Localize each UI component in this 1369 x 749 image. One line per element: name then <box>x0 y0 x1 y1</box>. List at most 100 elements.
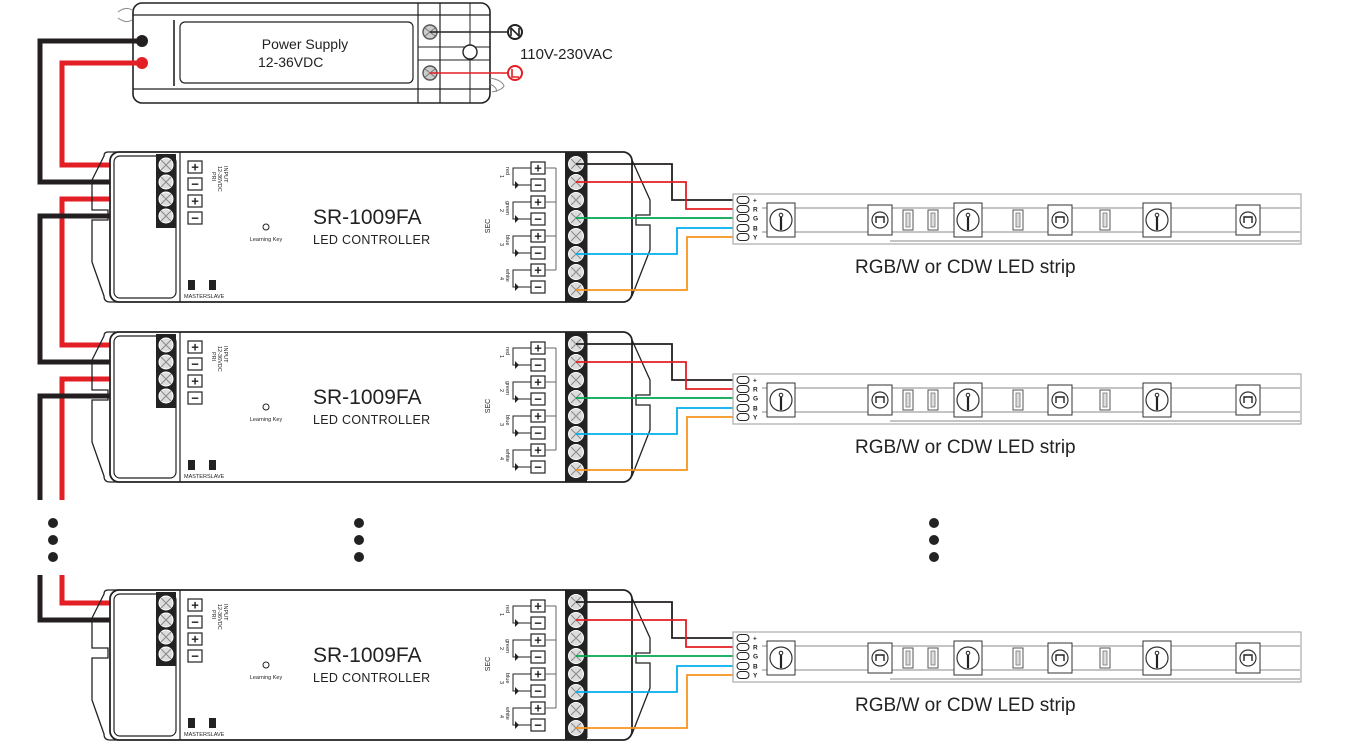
input-polarity-sign: + <box>191 374 199 389</box>
sec-label-group: SEC <box>485 219 492 233</box>
ps-label-line2: 12-36VDC <box>258 54 323 70</box>
slave-label: SLAVE <box>207 294 225 300</box>
channel-number-label: 1 <box>498 355 504 358</box>
resistor-body <box>930 212 936 228</box>
strip-solder-pad <box>736 376 750 384</box>
ps-ground-node <box>462 44 478 60</box>
channel-led-wire <box>512 167 531 186</box>
strip-pin-label: G <box>753 396 758 403</box>
output-plus-sign: + <box>534 375 542 390</box>
output-terminal-block <box>565 590 587 740</box>
led-dot <box>1154 212 1160 218</box>
wire-blue-b <box>576 227 744 255</box>
input-polarity-box <box>187 177 203 191</box>
strip-label: RGB/W or CDW LED strip <box>855 695 1076 716</box>
continuation-dots-right <box>929 518 939 562</box>
output-minus-sign: − <box>534 178 542 193</box>
channel-color-label: white <box>504 448 510 462</box>
live-symbol-icon <box>507 65 523 81</box>
power-bus-wires <box>37 38 160 623</box>
strip-solder-pad <box>736 662 750 670</box>
input-polarity-box <box>187 615 203 629</box>
screw-cross <box>160 339 172 351</box>
output-plus-sign: + <box>534 409 542 424</box>
controller-model-name: SR-1009FA <box>313 206 422 229</box>
input-polarity-box <box>187 649 203 663</box>
strip-solder-pad <box>736 634 750 642</box>
strip-pin-label: G <box>753 654 758 661</box>
channel-led-wire <box>512 707 531 726</box>
input-polarity-box <box>187 374 203 388</box>
strip-pin-label: G <box>753 216 758 223</box>
strip-pin-label: B <box>753 226 758 233</box>
input-label: INPUT <box>222 166 228 183</box>
led-dot <box>1154 392 1160 398</box>
output-plus-sign: + <box>534 195 542 210</box>
controller-body <box>109 151 633 303</box>
input-terminal-block <box>156 334 176 408</box>
strip-solder-pad <box>736 643 750 651</box>
led-diode-icon <box>515 181 519 189</box>
channel-number-label: 2 <box>498 209 504 212</box>
input-polarity-sign: − <box>191 357 199 372</box>
strip-solder-pad <box>736 404 750 412</box>
screw-cross <box>570 410 582 422</box>
input-polarity-sign: − <box>191 391 199 406</box>
input-voltage-label: 12-36VDC <box>216 166 222 192</box>
mounting-bracket-right <box>631 339 651 477</box>
sec-label-group: SEC <box>485 399 492 413</box>
output-minus-sign: − <box>534 358 542 373</box>
channel-color-label: blue <box>504 673 510 683</box>
strip-label: RGB/W or CDW LED strip <box>855 437 1076 458</box>
led-diode-icon <box>515 361 519 369</box>
strip-pin-label: + <box>753 198 757 205</box>
white-led-lens <box>1051 211 1069 229</box>
strip-pin-label: Y <box>753 235 758 242</box>
channel-number-label: 4 <box>498 457 504 460</box>
output-minus-sign: − <box>534 280 542 295</box>
output-plus-sign: + <box>534 599 542 614</box>
output-plus-sign: + <box>534 443 542 458</box>
output-terminal-block <box>565 152 587 302</box>
input-polarity-box <box>187 340 203 354</box>
screw-cross <box>570 632 582 644</box>
led-diode-icon <box>515 653 519 661</box>
screw-cross <box>570 374 582 386</box>
strip-pin-label: R <box>753 207 758 214</box>
wire-blue-b <box>576 407 744 435</box>
mounting-bracket-right <box>631 159 651 297</box>
controller-model-name: SR-1009FA <box>313 644 422 667</box>
output-minus-sign: − <box>534 426 542 441</box>
resistor-body <box>1102 650 1108 666</box>
screw-cross <box>160 631 172 643</box>
strip-solder-pad <box>736 196 750 204</box>
input-polarity-sign: − <box>191 177 199 192</box>
screw-cross <box>160 176 172 188</box>
learning-key-label: Learning Key <box>250 675 283 681</box>
strip-label: RGB/W or CDW LED strip <box>855 257 1076 278</box>
led-mark <box>1055 216 1065 223</box>
resistor-body <box>1102 392 1108 408</box>
screw-cross <box>160 614 172 626</box>
mounting-bracket-left <box>91 589 118 741</box>
wire-red-r <box>576 619 744 648</box>
power-supply: Power Supply 12-36VDC 110V-230VAC <box>117 2 613 104</box>
led-diode-icon <box>515 215 519 223</box>
input-polarity-box <box>187 194 203 208</box>
mounting-bracket-right <box>631 597 651 735</box>
channel-led-wire <box>512 235 531 254</box>
resistor-body <box>905 392 911 408</box>
strip-trace <box>762 207 1300 242</box>
input-terminal-block <box>156 592 176 666</box>
ps-cable-grommet-left <box>117 7 133 23</box>
input-polarity-box <box>187 357 203 371</box>
led-diode-icon <box>515 463 519 471</box>
